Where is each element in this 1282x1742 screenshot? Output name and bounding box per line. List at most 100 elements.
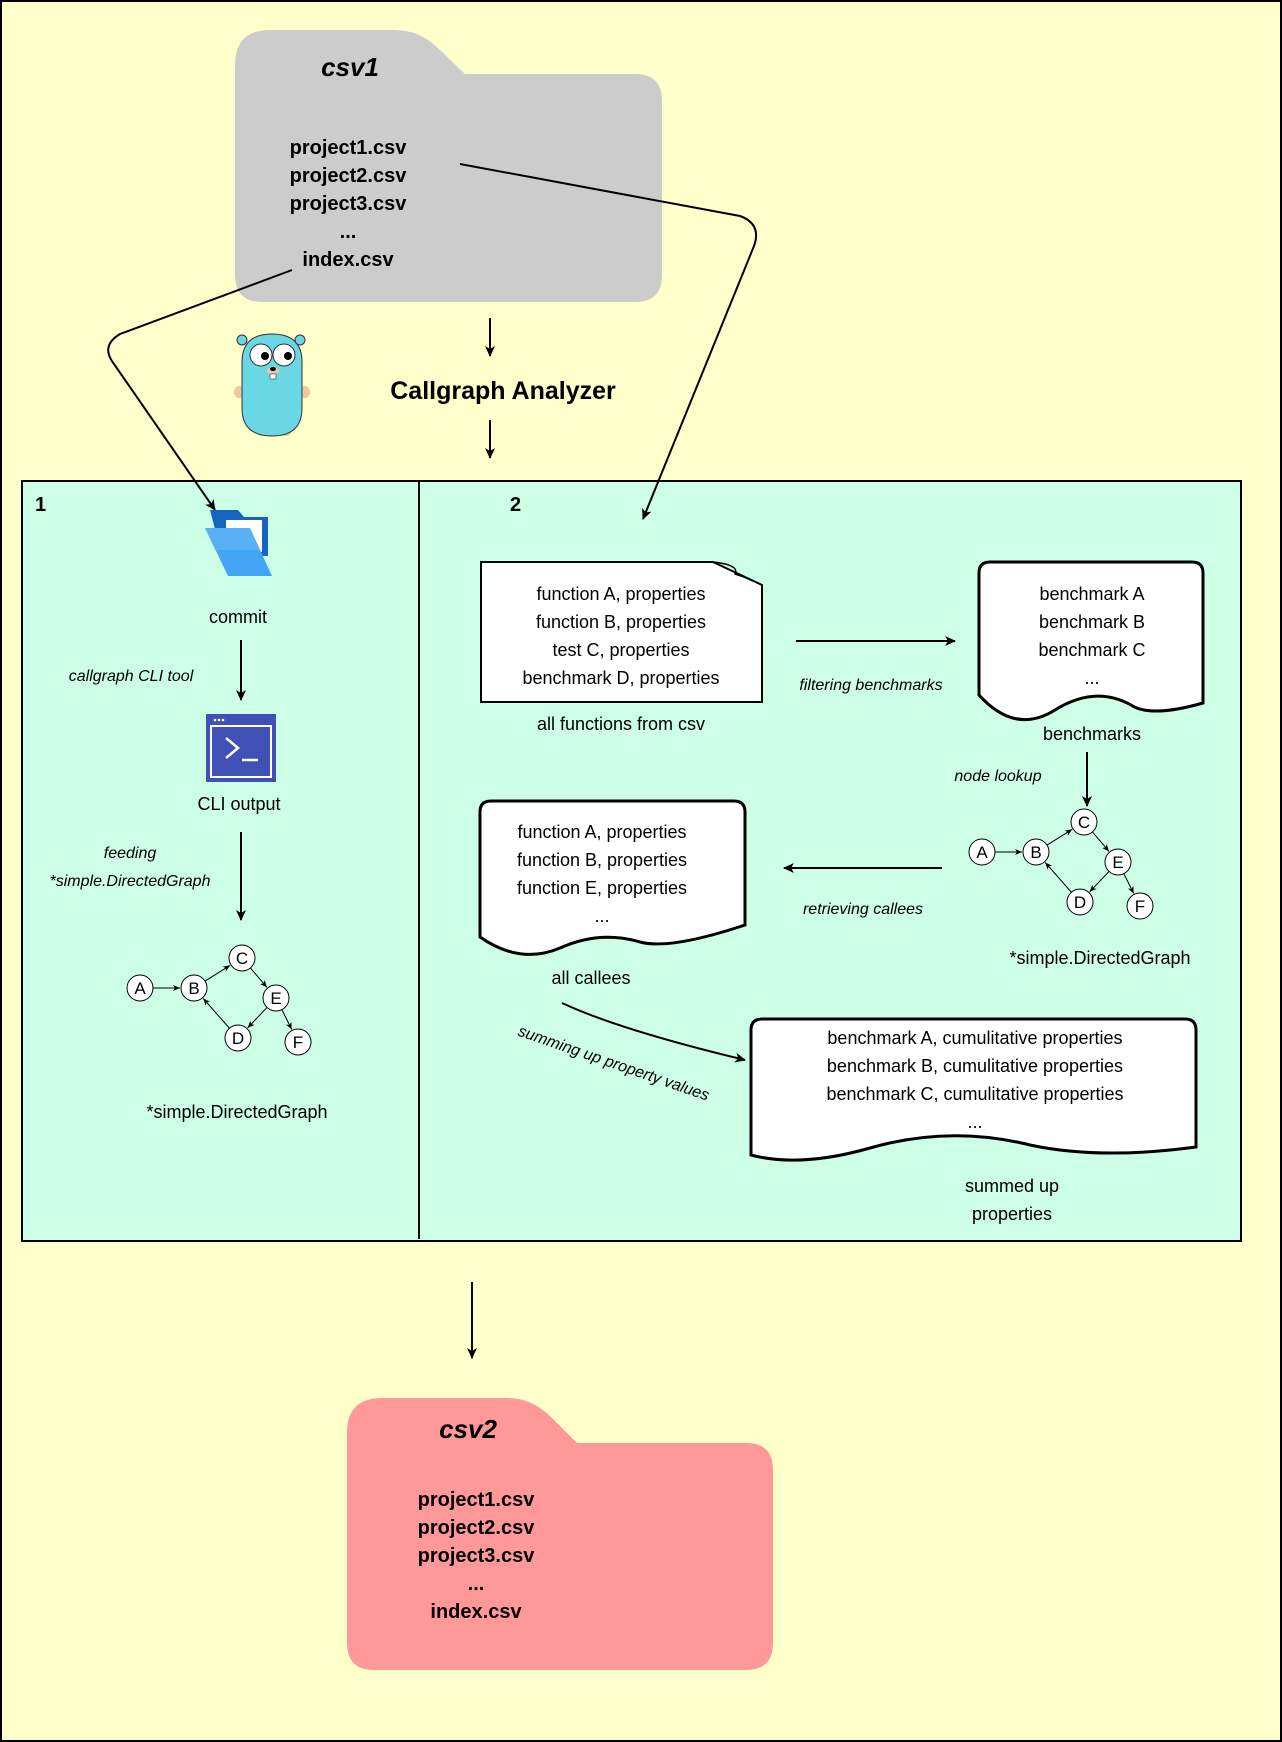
graph-edge [204, 964, 231, 982]
input-file-index: index.csv [302, 249, 394, 271]
output-folder-shape [347, 1398, 773, 1670]
benchmarks-line-4: ... [1084, 668, 1099, 688]
output-file-2: project2.csv [418, 1517, 536, 1539]
panel-2-number: 2 [510, 494, 521, 516]
all-functions-document [480, 561, 763, 703]
graph-node [224, 1024, 252, 1052]
callees-document [478, 799, 747, 956]
graph-node [1066, 888, 1094, 916]
arrow-projects-to-panel2 [459, 163, 758, 520]
graph-edge [1044, 862, 1072, 893]
summed-document [749, 1017, 1198, 1162]
panel-1: 1 commit callgraph CLI tool CLI output f… [35, 494, 328, 1122]
edge-label-node-lookup: node lookup [954, 768, 1041, 785]
summed-label-2: properties [972, 1204, 1052, 1224]
graph-node [126, 974, 154, 1002]
graph-node-label: C [236, 949, 248, 968]
output-file-index: index.csv [430, 1601, 522, 1623]
graph-node-label: D [232, 1029, 244, 1048]
input-folder-shape [235, 30, 662, 302]
output-folder: csv2 project1.csv project2.csv project3.… [347, 1398, 773, 1670]
graph-node-label: D [1074, 893, 1086, 912]
arrow-index-to-panel1 [107, 269, 293, 511]
panel-1-number: 1 [35, 494, 46, 516]
benchmarks-label: benchmarks [1043, 724, 1141, 744]
benchmarks-line-3: benchmark C [1038, 640, 1145, 660]
graph-edge [1089, 871, 1110, 893]
edge-label-feeding-2: *simple.DirectedGraph [50, 873, 211, 890]
output-folder-title: csv2 [439, 1414, 497, 1444]
callees-label: all callees [551, 968, 630, 988]
output-file-ellipsis: ... [468, 1573, 485, 1595]
summed-line-1: benchmark A, cumulitative properties [827, 1028, 1122, 1048]
graph-node [1104, 848, 1132, 876]
callees-line-4: ... [594, 906, 609, 926]
graph-node-label: F [293, 1033, 303, 1052]
graph-node-label: A [134, 979, 146, 998]
summed-line-3: benchmark C, cumulitative properties [826, 1084, 1123, 1104]
summed-label-1: summed up [965, 1176, 1059, 1196]
edge-label-cli-tool: callgraph CLI tool [69, 668, 194, 685]
graph-1: A B C D E F [126, 944, 312, 1056]
graph-node [1070, 808, 1098, 836]
callees-line-3: function E, properties [517, 878, 687, 898]
document-fold [712, 561, 763, 586]
graph-node-label: F [1135, 897, 1145, 916]
commit-label: commit [209, 607, 267, 627]
input-folder-title: csv1 [321, 52, 379, 82]
analyzer-label: Callgraph Analyzer [390, 377, 616, 405]
input-folder: csv1 project1.csv project2.csv project3.… [235, 30, 662, 302]
graph-1-label: *simple.DirectedGraph [146, 1102, 327, 1122]
graph-node-label: C [1078, 813, 1090, 832]
input-file-ellipsis: ... [340, 221, 357, 243]
callees-line-1: function A, properties [517, 822, 686, 842]
all-functions-line-4: benchmark D, properties [522, 668, 719, 688]
benchmarks-document [977, 560, 1205, 722]
all-functions-line-2: function B, properties [536, 612, 706, 632]
graph-node-label: E [270, 989, 281, 1008]
graph-edge [1092, 831, 1110, 852]
edge-label-retrieving: retrieving callees [803, 901, 923, 918]
graph-node-label: A [976, 843, 988, 862]
graph-edge [250, 967, 268, 988]
panel-2: 2 function A, properties function B, pro… [478, 494, 1205, 1224]
graph-node [262, 984, 290, 1012]
callees-line-2: function B, properties [517, 850, 687, 870]
graph-2-label: *simple.DirectedGraph [1009, 948, 1190, 968]
edge-label-filtering: filtering benchmarks [799, 677, 942, 694]
graph-node [968, 838, 996, 866]
benchmarks-line-1: benchmark A [1039, 584, 1144, 604]
terminal-icon [206, 714, 276, 782]
folder-icon [205, 510, 272, 576]
graph-node [1126, 892, 1154, 920]
graph-edge [1046, 828, 1073, 846]
graph-node [1022, 838, 1050, 866]
all-functions-line-3: test C, properties [552, 640, 689, 660]
graph-2: A B C D E F [968, 808, 1154, 920]
graph-node-label: B [1030, 843, 1041, 862]
graph-edge [247, 1007, 268, 1029]
graph-node-label: E [1112, 853, 1123, 872]
input-file-1: project1.csv [290, 137, 408, 159]
all-functions-line-1: function A, properties [536, 584, 705, 604]
output-file-1: project1.csv [418, 1489, 536, 1511]
graph-edge [202, 998, 230, 1029]
graph-edge [1123, 873, 1135, 894]
output-file-3: project3.csv [418, 1545, 536, 1567]
all-functions-label: all functions from csv [537, 714, 705, 734]
cli-output-label: CLI output [197, 794, 280, 814]
input-file-2: project2.csv [290, 165, 408, 187]
arrow-summing [561, 1002, 746, 1063]
go-gopher-icon [234, 333, 310, 437]
graph-node [284, 1028, 312, 1056]
benchmarks-line-2: benchmark B [1039, 612, 1145, 632]
graph-node [180, 974, 208, 1002]
graph-node-label: B [188, 979, 199, 998]
edge-label-feeding-1: feeding [104, 845, 157, 862]
summed-line-2: benchmark B, cumulitative properties [827, 1056, 1123, 1076]
summed-line-4: ... [967, 1112, 982, 1132]
graph-node [228, 944, 256, 972]
graph-edge [281, 1009, 293, 1030]
